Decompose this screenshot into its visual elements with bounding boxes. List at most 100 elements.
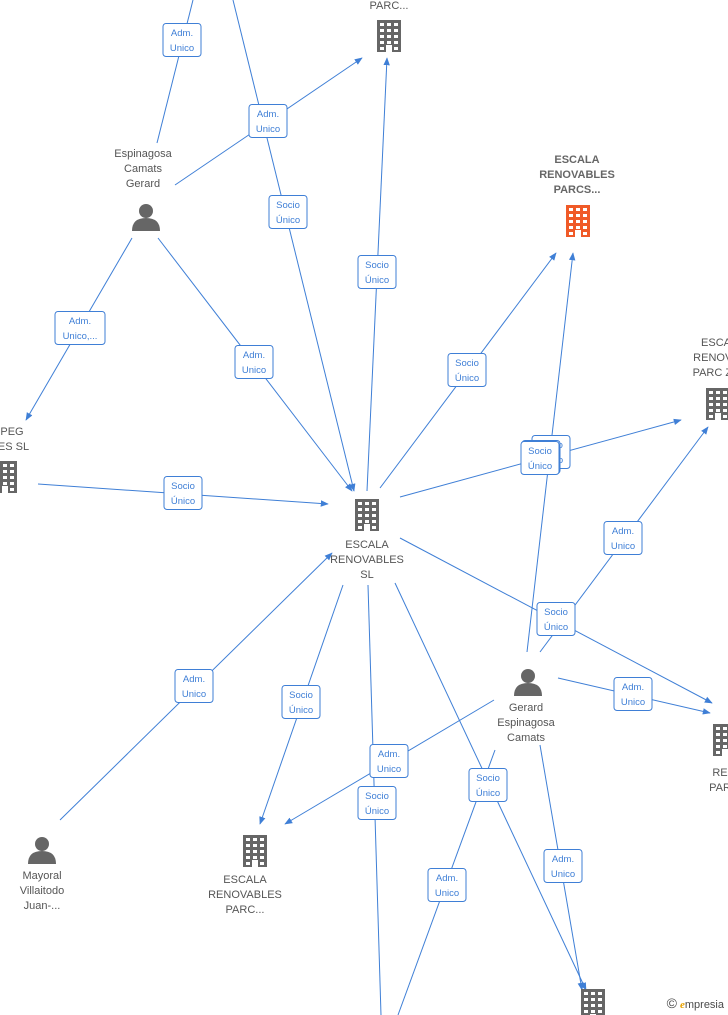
relation-label-text: Único — [455, 373, 479, 384]
company-node[interactable]: ESCALA RENOVABLES PARCS... — [539, 154, 615, 237]
node-label: Espinagosa — [497, 717, 555, 729]
relation-label-text: Único — [171, 496, 195, 507]
relation-label-text: Único — [544, 622, 568, 633]
building-icon — [355, 499, 379, 531]
node-label: Juan-... — [24, 900, 61, 912]
node-label: ESCALA — [345, 539, 389, 551]
relation-label-text: Adm. — [257, 109, 279, 120]
relation-label-text: Adm. — [378, 749, 400, 760]
person-icon — [28, 837, 56, 864]
node-label: PARC ZE — [693, 367, 728, 379]
company-node[interactable]: ESCALA RENOVABLES SL — [330, 499, 404, 581]
node-label: IES SL — [0, 441, 29, 453]
node-label: Espinagosa — [114, 148, 172, 160]
relation-label[interactable]: Adm. Unico — [613, 677, 653, 711]
building-icon — [713, 724, 728, 756]
node-label: Gerard — [509, 702, 543, 714]
relation-label[interactable]: Adm. Unico — [174, 669, 214, 703]
node-label: RENOVABLES — [330, 554, 404, 566]
relation-label[interactable]: Adm. Unico — [234, 345, 274, 379]
relation-label[interactable]: Adm.Unico — [162, 23, 202, 57]
relation-label-text: Adm. — [69, 316, 91, 327]
building-icon — [243, 835, 267, 867]
company-node[interactable]: ESCARENOVAPARC ZE — [693, 337, 728, 420]
node-label: RE — [712, 767, 727, 779]
relation-label-text: Adm. — [552, 854, 574, 865]
relation-label-text: Unico — [242, 365, 266, 376]
node-label: RENOVABLES — [539, 169, 615, 181]
node-label: ESCALA — [223, 874, 267, 886]
relation-label-text: Socio — [171, 481, 195, 492]
relation-label-text: Unico — [611, 541, 635, 552]
person-icon — [132, 204, 160, 231]
relation-label-text: Socio — [476, 773, 500, 784]
node-label: Villaitodo — [20, 885, 64, 897]
building-icon — [0, 461, 17, 493]
relation-label[interactable]: Adm.Unico — [248, 104, 288, 138]
company-node[interactable]: PARC... — [370, 0, 409, 52]
relation-label[interactable]: Adm. Unico — [603, 521, 643, 555]
copyright-symbol: © — [666, 995, 677, 1011]
relation-label-text: Único — [528, 461, 552, 472]
building-icon — [566, 205, 590, 237]
person-node[interactable]: MayoralVillaitodoJuan-... — [20, 837, 64, 912]
person-icon — [514, 669, 542, 696]
company-node[interactable]: RE PAR — [709, 724, 728, 794]
building-icon — [581, 989, 605, 1015]
relation-label-text: Único — [476, 788, 500, 799]
relation-label[interactable]: Adm.Unico — [427, 868, 467, 902]
company-node[interactable]: PEG IES SL — [0, 426, 29, 493]
company-node[interactable] — [581, 989, 605, 1015]
node-label: PARC... — [370, 0, 409, 12]
node-label: Mayoral — [22, 870, 61, 882]
relation-label-text: Adm. — [612, 526, 634, 537]
node-label: PEG — [0, 426, 23, 438]
relation-label-text: Único — [365, 275, 389, 286]
node-label: ESCA — [701, 337, 728, 349]
relation-label-text: Adm. — [622, 682, 644, 693]
relation-label-text: Unico,... — [63, 331, 98, 342]
relation-label[interactable]: Adm. Unico — [543, 849, 583, 883]
relation-label[interactable]: Adm. Unico,... — [54, 311, 106, 345]
relation-label-text: Unico — [377, 764, 401, 775]
node-label: ESCALA — [554, 154, 599, 166]
relation-label-text: Unico — [435, 888, 459, 899]
company-node[interactable]: ESCALA RENOVABLES PARC... — [208, 835, 282, 916]
relation-label[interactable]: Adm. Unico — [369, 744, 409, 778]
relation-label-text: Socio — [455, 358, 479, 369]
node-label: PARCS... — [554, 184, 601, 196]
edge-labels-layer: Adm.UnicoAdm.UnicoSocioÚnicoSocioÚnicoAd… — [54, 23, 653, 902]
relation-label-text: Socio — [289, 690, 313, 701]
node-label: Camats — [124, 163, 162, 175]
node-label: PARC... — [226, 904, 265, 916]
relation-label-text: Adm. — [243, 350, 265, 361]
relation-label-text: Socio — [365, 260, 389, 271]
relation-edge — [156, 0, 194, 144]
relation-label-text: Unico — [621, 697, 645, 708]
relation-label-text: Único — [365, 806, 389, 817]
node-label: Gerard — [126, 178, 160, 190]
node-label: SL — [360, 569, 373, 581]
relation-label-text: Unico — [182, 689, 206, 700]
node-label: PAR — [709, 782, 728, 794]
relation-label-text: Adm. — [183, 674, 205, 685]
relation-label-text: Único — [276, 215, 300, 226]
empresia-watermark: ©empresia — [667, 995, 724, 1011]
node-label: Camats — [507, 732, 545, 744]
node-label: RENOVABLES — [208, 889, 282, 901]
relation-edge — [232, 0, 356, 492]
relation-label-text: Unico — [551, 869, 575, 880]
